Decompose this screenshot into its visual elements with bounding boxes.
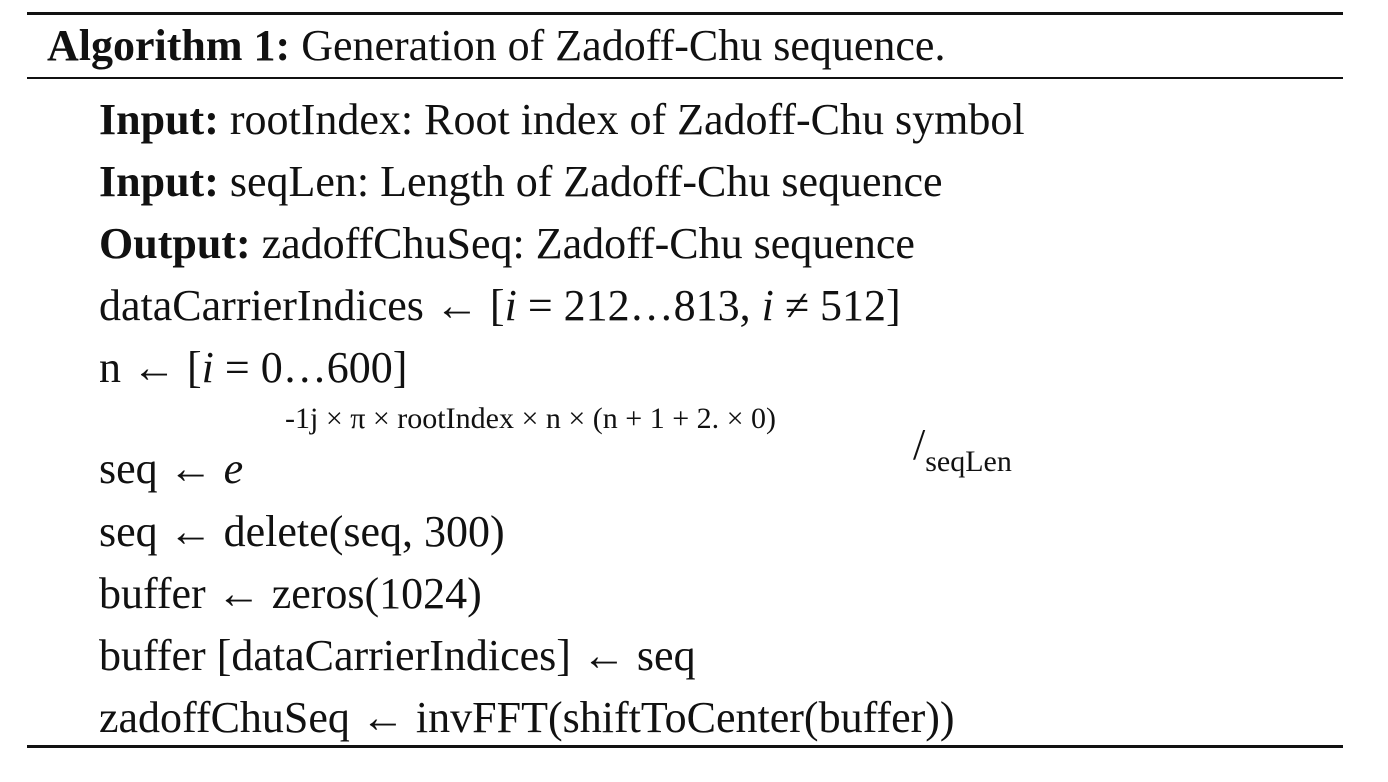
step-final-ifft: zadoffChuSeq ← invFFT(shiftToCenter(buff… (99, 693, 955, 742)
output-description: zadoffChuSeq: Zadoff-Chu sequence (250, 219, 915, 268)
step-n: n ← [i = 0…600] (99, 346, 407, 390)
output-zadoff-chu-seq: Output: zadoffChuSeq: Zadoff-Chu sequenc… (99, 222, 915, 266)
input-description: seqLen: Length of Zadoff-Chu sequence (218, 157, 943, 206)
denominator-text: seqLen (925, 445, 1012, 478)
input-keyword: Input: (99, 95, 219, 144)
step-text: = 212…813, (516, 281, 762, 330)
step-text: dataCarrierIndices ← [ (99, 281, 505, 330)
step-seq-exponential: seq ← e (99, 447, 243, 491)
step-text: n ← [ (99, 343, 202, 392)
step-seq-delete: seq ← delete(seq, 300) (99, 507, 505, 556)
variable-i: i (761, 281, 774, 330)
output-keyword: Output: (99, 219, 251, 268)
algorithm-box: Algorithm 1: Generation of Zadoff-Chu se… (27, 12, 1343, 748)
exponent-expression: -1j × π × rootIndex × n × (n + 1 + 2. × … (285, 402, 777, 435)
caption-rule (27, 77, 1343, 79)
algorithm-label: Algorithm 1: (47, 21, 291, 70)
algorithm-title: Generation of Zadoff-Chu sequence. (290, 21, 946, 70)
input-root-index: Input: rootIndex: Root index of Zadoff-C… (99, 98, 1025, 142)
input-keyword: Input: (99, 157, 219, 206)
bottom-rule (27, 745, 1343, 748)
step-buffer-assign: buffer [dataCarrierIndices] ← seq (99, 631, 696, 680)
step-data-carrier-indices: dataCarrierIndices ← [i = 212…813, i ≠ 5… (99, 284, 901, 328)
step-text: seq ← (99, 444, 224, 493)
step-text: ≠ 512] (773, 281, 901, 330)
step-text: = 0…600] (213, 343, 408, 392)
input-description: rootIndex: Root index of Zadoff-Chu symb… (218, 95, 1025, 144)
euler-base: e (223, 444, 244, 493)
algorithm-body: Input: rootIndex: Root index of Zadoff-C… (27, 79, 1343, 745)
top-rule (27, 12, 1343, 15)
variable-i: i (201, 343, 214, 392)
exponent-denominator: /seqLen (913, 420, 1012, 477)
input-seq-len: Input: seqLen: Length of Zadoff-Chu sequ… (99, 160, 943, 204)
division-slash: / (913, 420, 926, 469)
variable-i: i (504, 281, 517, 330)
step-buffer-zeros: buffer ← zeros(1024) (99, 569, 482, 618)
algorithm-caption: Algorithm 1: Generation of Zadoff-Chu se… (27, 15, 1343, 77)
